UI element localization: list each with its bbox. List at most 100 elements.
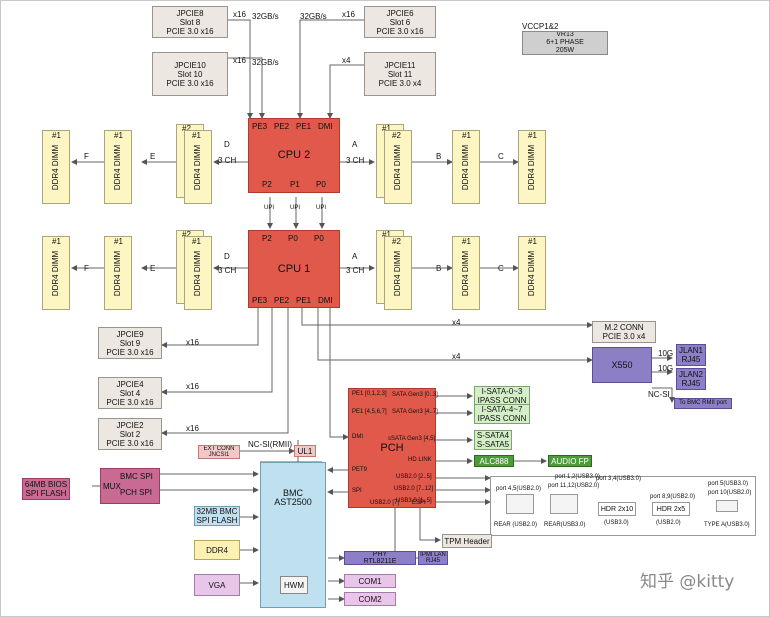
- com1-label: COM1: [358, 576, 382, 586]
- slot-jpcie2: JPCIE2 Slot 2 PCIE 3.0 x16: [98, 418, 162, 450]
- ncsi-rmii-label: NC-SI(RMII): [248, 440, 292, 449]
- bandwidth-label: 32GB/s: [300, 12, 327, 21]
- usb-port-label: port 10(USB2.0): [708, 490, 752, 496]
- slot-spec: PCIE 3.0 x16: [166, 78, 214, 88]
- com1-port: COM1: [344, 574, 396, 588]
- slot-number: Slot 2: [119, 429, 141, 439]
- phy-line1: PHY: [372, 551, 388, 558]
- bmc-flash-line2: SPI FLASH: [196, 516, 238, 525]
- usb-label: (USB2.0): [656, 520, 681, 526]
- slot-spec: PCIE 3.0 x16: [106, 438, 154, 448]
- usb-port-label: port 5(USB3.0): [708, 481, 749, 487]
- pch-pin: PE1 [4,5,6,7]: [352, 409, 387, 415]
- lane-label: x4: [452, 318, 461, 327]
- slot-number: Slot 9: [119, 338, 141, 348]
- alc888-chip: ALC888: [474, 455, 514, 467]
- ddr4-dimm-slot: DDR4 DIMM: [384, 236, 412, 310]
- cpu2-pin: P2: [262, 180, 272, 189]
- slot-number: Slot 11: [387, 69, 413, 79]
- dimm-label: DDR4 DIMM: [393, 144, 403, 190]
- lane-label: x16: [233, 56, 246, 65]
- cpu1-pin: PE2: [274, 296, 290, 305]
- lane-label: x16: [342, 10, 355, 19]
- usb-port-label: port 1,2(USB3.0): [555, 474, 601, 480]
- isata47-line1: I-SATA-4~7: [481, 405, 523, 414]
- pch-pin: USB2.0 [7]: [370, 500, 400, 506]
- cpu2-pin: PE1: [296, 122, 312, 131]
- pch-pin: USB2.0 [2..5]: [396, 474, 432, 480]
- slot-number: Slot 6: [389, 17, 411, 27]
- slot-name: JPCIE2: [116, 420, 144, 430]
- pch-pin: PET9: [352, 467, 368, 473]
- cpu1-chip: CPU 1: [248, 230, 340, 308]
- x550-label: X550: [611, 359, 633, 370]
- ddr4-dimm-slot: DDR4 DIMM: [104, 236, 132, 310]
- alc888-label: ALC888: [479, 456, 509, 466]
- bandwidth-label: 32GB/s: [252, 12, 279, 21]
- hwm-block: HWM: [280, 576, 308, 594]
- ipmi-line1: IPMI LAN: [420, 552, 446, 558]
- ul1-label: UL1: [297, 446, 313, 456]
- vccp-title: VCCP1&2: [522, 22, 559, 31]
- ddr4-dimm-slot: DDR4 DIMM: [42, 130, 70, 204]
- channel-c-label: C: [498, 264, 504, 273]
- vga-block: VGA: [194, 574, 240, 596]
- usb-rear-20-icon: [506, 494, 534, 514]
- ext-line1: EXT CONN: [203, 446, 235, 452]
- cpu2-pin: DMI: [318, 122, 333, 131]
- m2-line2: PCIE 3.0 x4: [602, 332, 646, 341]
- slot-name: JPCIE8: [176, 8, 204, 18]
- lane-label: x16: [186, 338, 199, 347]
- slot-spec: PCIE 3.0 x16: [166, 26, 214, 36]
- slot-name: JPCIE9: [116, 329, 144, 339]
- ext-conn: EXT CONN JNCSI1: [198, 445, 240, 459]
- vccp-box: VR13 6+1 PHASE 205W: [522, 31, 608, 55]
- channel-a-label: A: [352, 252, 358, 261]
- ddr4-dimm-slot: DDR4 DIMM: [452, 236, 480, 310]
- slot-name: JPCIE6: [386, 8, 414, 18]
- x550-chip: X550: [592, 347, 652, 383]
- ddr4-dimm-slot: DDR4 DIMM: [184, 130, 212, 204]
- channel-d-label: D: [224, 252, 230, 261]
- jlan1-line2: RJ45: [681, 355, 701, 364]
- dimm-number: #1: [462, 237, 471, 246]
- channel-count-label: 3 CH: [218, 266, 237, 275]
- com2-port: COM2: [344, 592, 396, 606]
- dimm-number: #2: [392, 131, 401, 140]
- com2-label: COM2: [358, 594, 382, 604]
- lane-label: x4: [452, 352, 461, 361]
- ddr4-block: DDR4: [194, 540, 240, 560]
- usb-port-label: port 8,9(USB2.0): [650, 494, 696, 500]
- dimm-label: DDR4 DIMM: [113, 250, 123, 296]
- bmc-line1: BMC: [283, 488, 303, 498]
- audio-fp-label: AUDIO FP: [551, 456, 589, 466]
- slot-jpcie10: JPCIE10 Slot 10 PCIE 3.0 x16: [152, 52, 228, 96]
- channel-count-label: 3 CH: [218, 156, 237, 165]
- pch-pin: SATA Gen3 [0..3]: [392, 392, 438, 398]
- to-bmc-rmii-label: To BMC RMII port: [679, 400, 727, 406]
- dimm-number: #1: [382, 124, 391, 133]
- isata-0-3-connector: I-SATA-0~3 IPASS CONN: [474, 386, 530, 406]
- hdr-2x5-box: HDR 2x5: [652, 502, 690, 516]
- ssata-line2: S-SATA5: [476, 440, 510, 449]
- dimm-number: #2: [182, 230, 191, 239]
- upi-label: UPI: [290, 205, 301, 211]
- dimm-number: #1: [462, 131, 471, 140]
- jlan2-line1: JLAN2: [678, 370, 703, 379]
- pch-pin: HD LINK: [408, 457, 432, 463]
- dimm-number: #1: [114, 131, 123, 140]
- usb-label: REAR (USB2.0): [494, 522, 538, 528]
- channel-d-label: D: [224, 140, 230, 149]
- lane-label: x16: [233, 10, 246, 19]
- ddr4-dimm-slot: DDR4 DIMM: [518, 130, 546, 204]
- jlan1-line1: JLAN1: [678, 346, 703, 355]
- usb-label: (USB3.0): [604, 520, 629, 526]
- dimm-number: #1: [382, 230, 391, 239]
- jlan2-port: JLAN2 RJ45: [676, 368, 706, 390]
- mux-block: MUX: [100, 468, 160, 504]
- ipmi-lan-port: IPMI LAN RJ45: [418, 551, 448, 565]
- slot-jpcie9: JPCIE9 Slot 9 PCIE 3.0 x16: [98, 327, 162, 359]
- dimm-label: DDR4 DIMM: [113, 144, 123, 190]
- ddr4-dimm-slot: DDR4 DIMM: [184, 236, 212, 310]
- isata47-line2: IPASS CONN: [477, 414, 527, 423]
